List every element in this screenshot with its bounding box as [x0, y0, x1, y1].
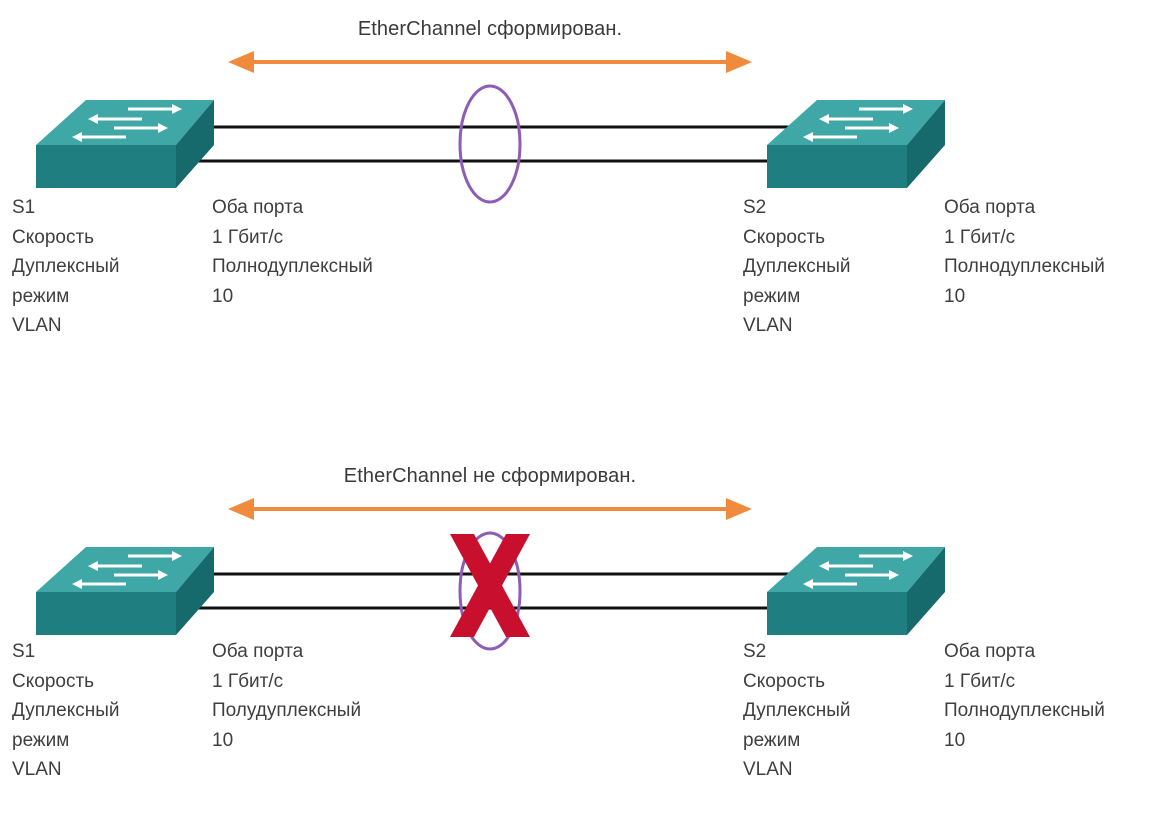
value-vlan: 10: [944, 729, 966, 751]
value-speed: 1 Гбит/с: [944, 226, 1016, 248]
param-label-vlan: VLAN: [743, 759, 793, 780]
value-vlan: 10: [212, 285, 234, 307]
scenario-not-formed: EtherChannel не сформирован. S1 Скорость…: [0, 447, 1151, 837]
value-speed: 1 Гбит/с: [212, 226, 284, 248]
failure-cross-icon: [450, 534, 530, 637]
param-label-duplex: Дуплексный: [743, 256, 851, 277]
param-label-mode: режим: [12, 285, 70, 307]
value-speed: 1 Гбит/с: [944, 670, 1016, 692]
values-header: Оба порта: [212, 197, 304, 218]
scenario-caption: EtherChannel не сформирован.: [343, 465, 637, 487]
value-duplex: Полнодуплексный: [212, 256, 373, 277]
bidirectional-arrow: [228, 498, 752, 520]
values-header: Оба порта: [944, 641, 1036, 662]
switch-s2-icon: [767, 547, 945, 635]
value-duplex: Полнодуплексный: [944, 256, 1105, 277]
bidirectional-arrow: [228, 51, 752, 73]
bundle-ring: [458, 84, 522, 204]
scenario-not-formed-graphic: [36, 498, 945, 651]
param-label-speed: Скорость: [743, 670, 826, 692]
param-label-duplex: Дуплексный: [12, 256, 120, 277]
s2-param-column: S2 Скорость Дуплексный режим VLAN: [743, 637, 851, 785]
param-label-speed: Скорость: [12, 670, 95, 692]
value-speed: 1 Гбит/с: [212, 670, 284, 692]
s1-value-column: Оба порта 1 Гбит/с Полудуплексный 10: [212, 637, 361, 755]
value-duplex: Полнодуплексный: [944, 700, 1105, 721]
s2-value-column: Оба порта 1 Гбит/с Полнодуплексный 10: [944, 637, 1105, 755]
switch-s1-icon: [36, 547, 214, 635]
param-label-mode: режим: [743, 285, 801, 307]
s2-value-column: Оба порта 1 Гбит/с Полнодуплексный 10: [944, 193, 1105, 311]
param-label-vlan: VLAN: [12, 315, 62, 336]
values-header: Оба порта: [212, 641, 304, 662]
scenario-formed-graphic: [36, 51, 945, 204]
param-label-vlan: VLAN: [743, 315, 793, 336]
etherchannel-diagram: EtherChannel сформирован. S1 Скорость Ду…: [0, 0, 1151, 780]
value-vlan: 10: [944, 285, 966, 307]
param-label-speed: Скорость: [743, 226, 826, 248]
s1-value-column: Оба порта 1 Гбит/с Полнодуплексный 10: [212, 193, 373, 311]
switch-name: S1: [12, 641, 36, 662]
scenario-caption: EtherChannel сформирован.: [357, 18, 623, 40]
param-label-mode: режим: [12, 729, 70, 751]
bundle-ring: [458, 531, 522, 651]
param-label-mode: режим: [743, 729, 801, 751]
s1-param-column: S1 Скорость Дуплексный режим VLAN: [12, 193, 120, 341]
values-header: Оба порта: [944, 197, 1036, 218]
s2-param-column: S2 Скорость Дуплексный режим VLAN: [743, 193, 851, 341]
s1-param-column: S1 Скорость Дуплексный режим VLAN: [12, 637, 120, 785]
param-label-duplex: Дуплексный: [12, 700, 120, 721]
switch-name: S1: [12, 197, 36, 218]
switch-s2-icon: [767, 100, 945, 188]
value-vlan: 10: [212, 729, 234, 751]
switch-name: S2: [743, 641, 767, 662]
param-label-speed: Скорость: [12, 226, 95, 248]
switch-name: S2: [743, 197, 767, 218]
switch-s1-icon: [36, 100, 214, 188]
value-duplex: Полудуплексный: [212, 700, 362, 721]
param-label-vlan: VLAN: [12, 759, 62, 780]
scenario-formed: EtherChannel сформирован. S1 Скорость Ду…: [0, 0, 1151, 390]
param-label-duplex: Дуплексный: [743, 700, 851, 721]
